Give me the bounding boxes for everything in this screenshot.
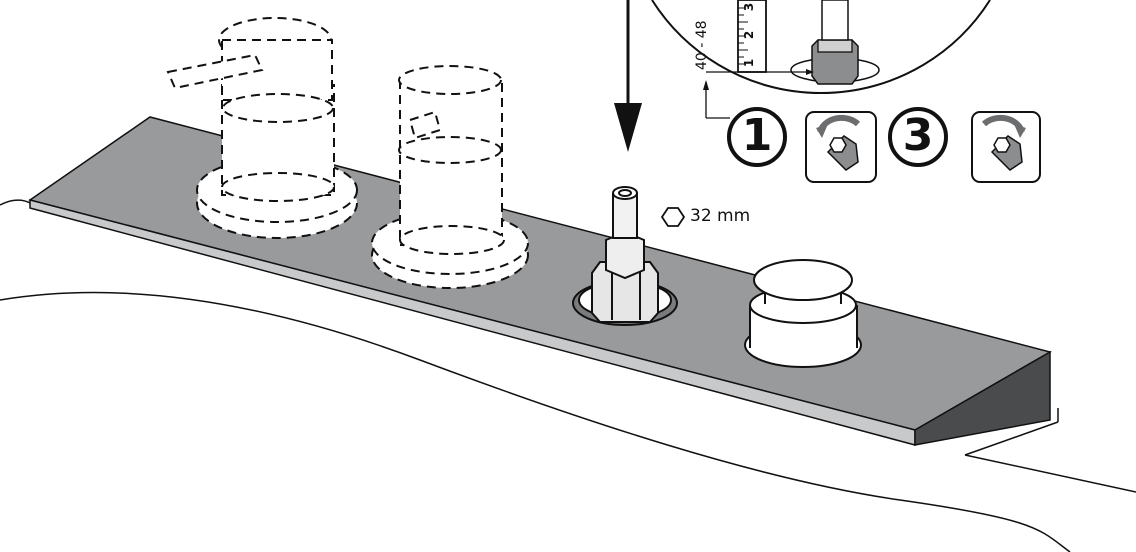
ruler-tick-label: 1 (742, 58, 757, 68)
step-one-marker: 1 (741, 110, 773, 161)
height-range-label: 40 - 48 (694, 20, 710, 70)
valve-stem (572, 186, 678, 326)
wrench-counterclockwise-icon (816, 114, 861, 171)
down-arrow (614, 0, 642, 152)
overflow-cap (744, 259, 862, 368)
wrench-clockwise-icon (981, 114, 1026, 171)
step-three-marker: 3 (902, 110, 934, 161)
ruler-tick-label: 2 (742, 30, 757, 40)
ruler-tick-label: 3 (742, 2, 757, 12)
hex-nut-icon (660, 207, 686, 227)
nut-size-label: 32 mm (690, 206, 751, 226)
bathtub-rim (0, 199, 1136, 552)
diverter-handle-outline (371, 65, 529, 289)
single-lever-mixer-outline (166, 17, 358, 239)
